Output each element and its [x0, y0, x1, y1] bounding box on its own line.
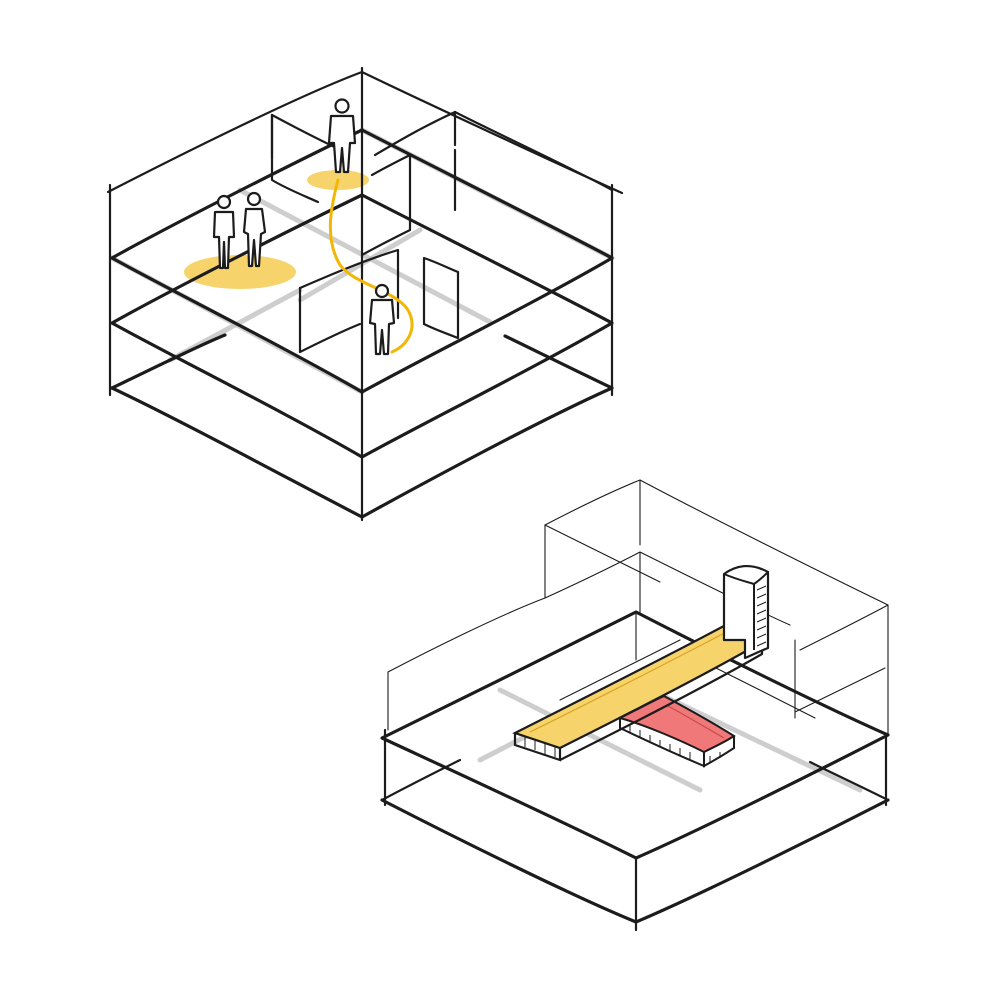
gathering-zone-left — [184, 255, 296, 289]
lower-building — [382, 480, 888, 930]
upper-slab-bottom-back — [112, 335, 225, 388]
person-top — [329, 100, 355, 173]
upper-partitions — [272, 115, 458, 352]
upper-slab-bottom-back-r — [505, 336, 612, 388]
upper-building — [108, 68, 622, 520]
